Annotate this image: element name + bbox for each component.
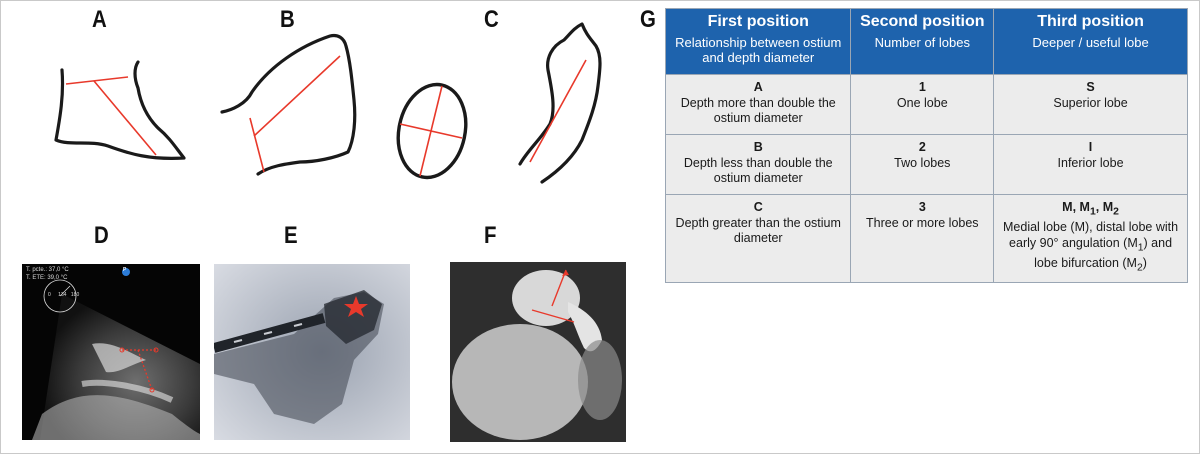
- panel-label-c: C: [484, 6, 499, 33]
- text-subscript: 2: [1136, 262, 1143, 273]
- sketch-a: [54, 22, 602, 184]
- text-part: Medial lobe (M), distal lobe with early …: [1003, 220, 1179, 250]
- code-part: , M: [1095, 200, 1114, 214]
- panel-label-g: G: [640, 6, 656, 33]
- header-first-title: First position: [707, 13, 809, 30]
- echo-temp-probe: T. ETE: 39,0 °C: [26, 275, 68, 281]
- panel-label-d: D: [94, 222, 109, 249]
- cell-code: S: [1086, 80, 1095, 94]
- cell-code: 3: [918, 200, 926, 214]
- cell-code: B: [753, 140, 763, 154]
- cell-code: 1: [918, 80, 926, 94]
- code-subscript: 2: [1113, 206, 1119, 218]
- header-third-position: Third position Deeper / useful lobe: [993, 8, 1188, 75]
- panel-label-b: B: [280, 6, 295, 33]
- cell-text: Depth more than double the ostium diamet…: [680, 95, 836, 126]
- ct-image: [450, 262, 626, 442]
- classification-table: First position Relationship between osti…: [664, 8, 1188, 283]
- header-third-subtitle: Deeper / useful lobe: [1032, 35, 1149, 50]
- header-second-position: Second position Number of lobes: [850, 8, 995, 75]
- header-first-subtitle: Relationship between ostium and depth di…: [675, 35, 842, 65]
- table-cell: M, M1, M2 Medial lobe (M), distal lobe w…: [993, 194, 1188, 283]
- cell-code-medial: M, M1, M2: [998, 200, 1183, 220]
- cell-code: 2: [918, 140, 926, 154]
- text-part: ) and lobe bifurcation (M: [1034, 235, 1173, 270]
- header-second-title: Second position: [860, 13, 985, 30]
- panel-label-e: E: [284, 222, 298, 249]
- code-subscript: 1: [1089, 206, 1096, 218]
- angiogram-image: [214, 264, 410, 440]
- panel-label-f: F: [484, 222, 497, 249]
- header-first-position: First position Relationship between osti…: [664, 8, 852, 75]
- cell-text: One lobe: [896, 95, 948, 110]
- cell-code: I: [1088, 140, 1093, 154]
- cell-code: C: [753, 200, 763, 214]
- echo-scale-mid: 134: [58, 292, 67, 298]
- cell-text: Inferior lobe: [1057, 155, 1124, 170]
- cell-text: Superior lobe: [1053, 95, 1128, 110]
- panel-label-a: A: [92, 6, 107, 33]
- code-part: M, M: [1062, 200, 1090, 214]
- echo-image: T. pcte.: 37,0 °C T. ETE: 39,0 °C 0 134 …: [22, 264, 200, 440]
- cell-text: Depth less than double the ostium diamet…: [683, 155, 833, 186]
- text-part: ): [1142, 255, 1147, 270]
- text-subscript: 1: [1137, 242, 1144, 253]
- echo-badge: P: [123, 267, 127, 273]
- cell-text: Two lobes: [894, 155, 951, 170]
- header-second-subtitle: Number of lobes: [874, 35, 970, 50]
- echo-temp-patient: T. pcte.: 37,0 °C: [26, 267, 69, 273]
- cell-text: Depth greater than the ostium diameter: [675, 215, 841, 246]
- cell-code: A: [753, 80, 763, 94]
- cell-text: Three or more lobes: [866, 215, 979, 230]
- echo-scale-left: 0: [48, 292, 51, 298]
- echo-scale-right: 180: [70, 292, 80, 298]
- header-third-title: Third position: [1037, 13, 1144, 30]
- cell-text-medial: Medial lobe (M), distal lobe with early …: [1003, 220, 1179, 273]
